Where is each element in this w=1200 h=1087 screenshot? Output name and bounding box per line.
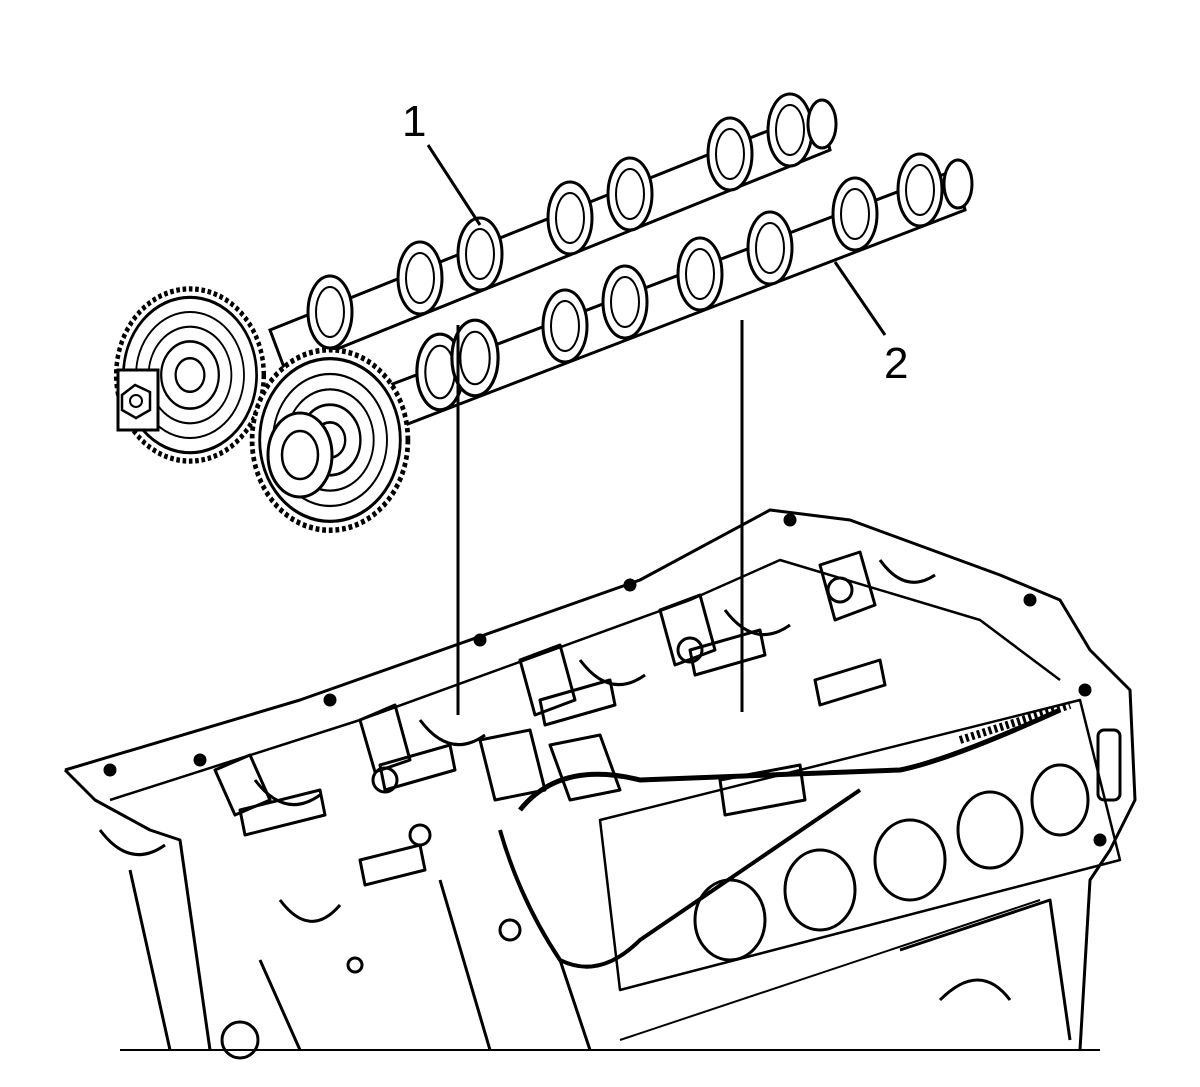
cylinder-head: [63, 508, 1137, 1060]
callout-2-label: 2: [884, 339, 909, 388]
camshaft-1-gear: [116, 289, 264, 461]
camshaft-2-gear: [252, 350, 408, 530]
camshaft-2: [252, 152, 974, 530]
callout-1-label: 1: [402, 97, 427, 146]
leader-line-2: [833, 261, 887, 336]
leader-line-1: [426, 144, 482, 226]
camshaft-1: [116, 92, 838, 461]
